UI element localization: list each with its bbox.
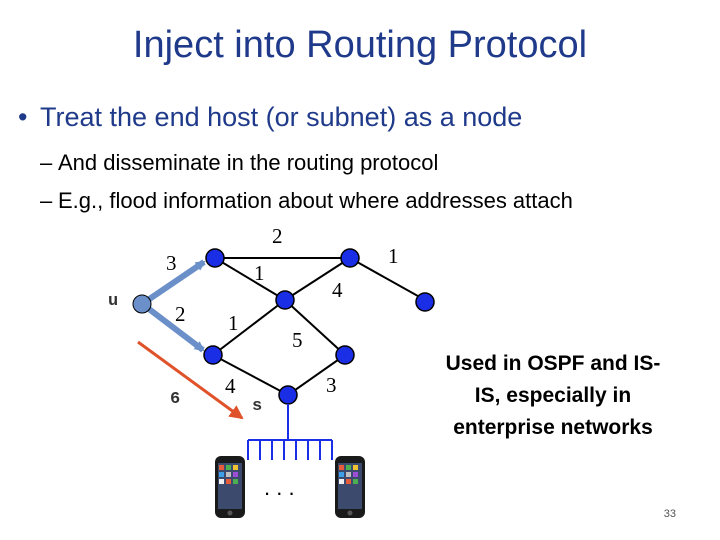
callout-line-1: Used in OSPF and IS-	[445, 352, 661, 375]
weight-mid-to-center: 5	[292, 328, 303, 352]
callout-line-2: IS, especially in	[474, 384, 632, 407]
host-u	[132, 294, 152, 314]
main-bullet: • Treat the end host (or subnet) as a nod…	[18, 102, 522, 133]
flood-arrow	[137, 340, 244, 420]
host-arrow-to-top	[143, 259, 206, 305]
weight-u-to-top: 3	[166, 251, 177, 275]
router-s	[278, 385, 298, 405]
phone-left-icon	[215, 456, 245, 518]
bullet-marker: •	[18, 102, 28, 132]
host-label-6: 6	[170, 390, 180, 409]
edge-mid-left-to-s	[212, 354, 289, 396]
main-bullet-text: Treat the end host (or subnet) as a node	[40, 102, 523, 132]
callout-text: Used in OSPF and IS- IS, especially in e…	[418, 348, 688, 444]
router-mid	[275, 290, 295, 310]
weight-mid-left: 1	[228, 311, 239, 335]
edge-mid-to-center	[284, 299, 346, 356]
host-arrow-to-mid-left	[143, 303, 205, 353]
host-ellipsis: . . .	[264, 475, 295, 500]
weight-top-to-mid: 1	[254, 261, 265, 285]
edge-mid-to-top-right	[284, 257, 351, 301]
weight-right: 1	[388, 244, 399, 268]
router-far-right	[415, 292, 435, 312]
weight-u-to-mid: 2	[175, 302, 186, 326]
sub-bullet-marker: –	[40, 188, 53, 213]
sub-bullet-2-text: E.g., flood information about where addr…	[58, 188, 573, 213]
host-label-u: u	[108, 292, 118, 311]
weight-mid-to-top-right: 4	[332, 278, 343, 302]
edge-s-to-center	[287, 354, 346, 396]
edge-top-to-mid	[214, 257, 286, 301]
slide-title: Inject into Routing Protocol	[132, 24, 588, 66]
sub-bullet-1-text: And disseminate in the routing protocol	[58, 150, 439, 175]
router-center	[335, 345, 355, 365]
host-label-s: s	[252, 397, 262, 416]
page-number: 33	[663, 508, 676, 520]
router-top-right	[340, 248, 360, 268]
weight-mid-to-s: 4	[225, 374, 236, 398]
callout-line-3: enterprise networks	[453, 416, 653, 439]
router-top	[205, 248, 225, 268]
sub-bullet-2: –E.g., flood information about where add…	[40, 188, 573, 214]
router-mid-left	[203, 345, 223, 365]
sub-bullet-1: –And disseminate in the routing protocol	[40, 150, 438, 176]
sub-bullet-marker: –	[40, 150, 53, 175]
edge-mid-left-to-mid	[212, 299, 286, 356]
phone-right-icon	[335, 456, 365, 518]
weight-s-to-center: 3	[326, 373, 337, 397]
edge-top-right-to-far-right	[349, 257, 426, 301]
host-attachment-tree	[247, 404, 333, 460]
weight-top: 2	[272, 224, 283, 248]
